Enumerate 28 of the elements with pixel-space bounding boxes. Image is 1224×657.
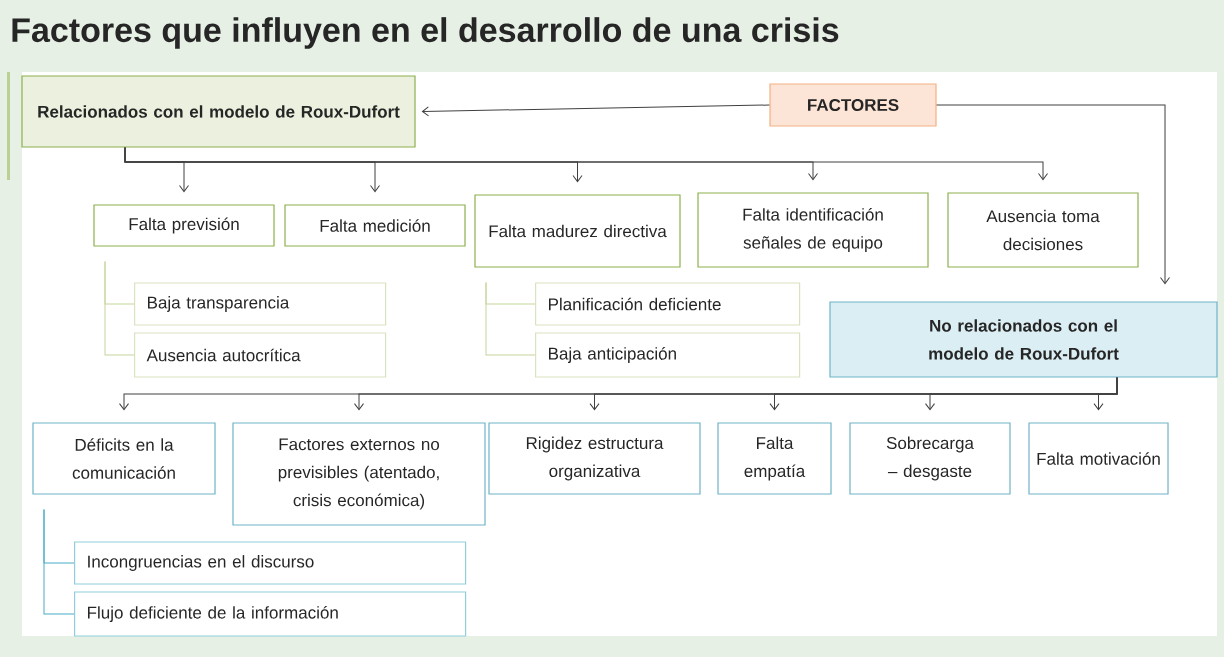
factor-box: Ausencia toma decisiones — [947, 192, 1139, 268]
category-box: FACTORES — [769, 83, 937, 127]
subfactor-box: Flujo deficiente de la información — [74, 591, 467, 637]
factor-box: Falta empatía — [717, 422, 832, 495]
category-box: No relacionados con el modelo de Roux-Dufort — [829, 301, 1218, 378]
factor-box: Déficits en la comunicación — [32, 422, 216, 495]
connector-line — [43, 509, 75, 615]
category-box: Relacionados con el modelo de Roux-Dufort — [21, 75, 416, 148]
arrow — [421, 104, 770, 117]
factor-box: Falta motivación — [1028, 422, 1169, 495]
factor-box: Falta previsión — [93, 204, 275, 247]
subfactor-box: Baja anticipación — [535, 332, 801, 378]
factor-box: Falta medición — [284, 204, 466, 247]
title: Factores que influyen en el desarrollo de una crisis — [12, 17, 839, 49]
subfactor-box: Ausencia autocrítica — [134, 332, 387, 378]
factor-box: Falta madurez directiva — [474, 194, 681, 268]
subfactor-box: Baja transparencia — [134, 282, 387, 326]
arrow — [936, 104, 1170, 285]
connector-line — [485, 282, 536, 356]
factor-box: Factores externos no previsibles (atentado, crisis económica) — [232, 422, 486, 526]
subfactor-box: Planificación deficiente — [535, 282, 801, 326]
arrow — [124, 147, 1048, 181]
connector-line — [104, 261, 135, 356]
factor-box: Sobrecarga – desgaste — [849, 422, 1011, 495]
factor-box: Rigidez estructura organizativa — [488, 422, 701, 495]
factor-box: Falta identificación señales de equipo — [697, 192, 929, 268]
subfactor-box: Incongruencias en el discurso — [74, 541, 467, 585]
arrow — [1093, 377, 1118, 411]
